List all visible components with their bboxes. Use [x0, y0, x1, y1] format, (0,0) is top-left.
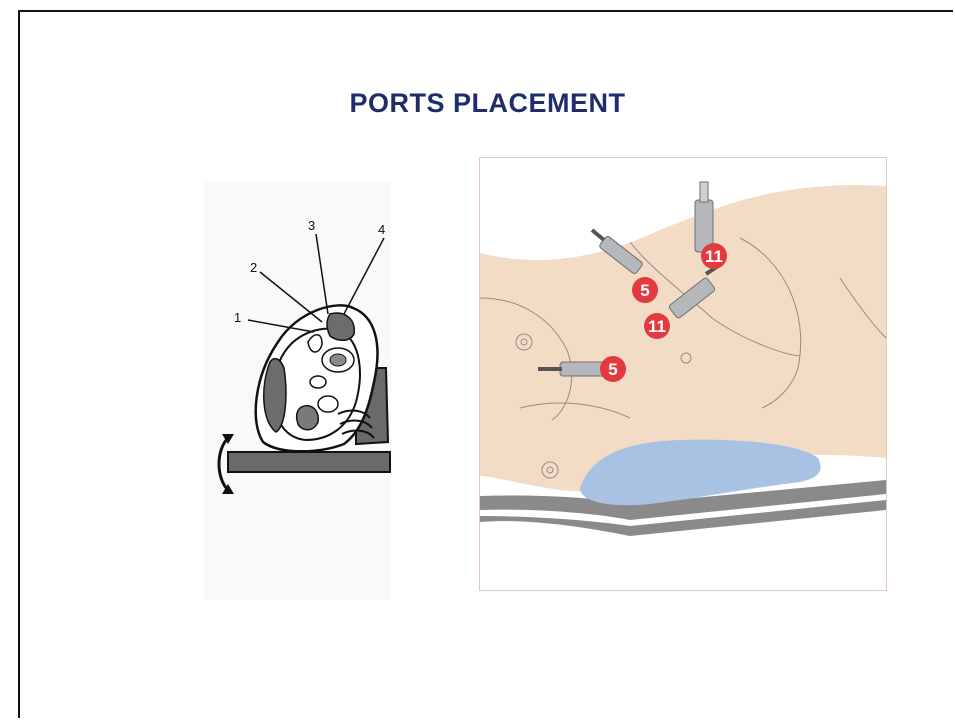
port-marker-11-middle: 11 [644, 313, 670, 339]
port-placement-figure: 5 11 11 5 [479, 157, 887, 591]
svg-text:5: 5 [640, 281, 649, 300]
leader-2 [260, 272, 322, 322]
lung-left [264, 359, 286, 432]
port-marker-5-upper: 5 [632, 277, 658, 303]
trocar-11-top [695, 182, 713, 252]
cross-section-figure: 1 2 3 4 [38, 182, 391, 600]
port-placement-drawing: 5 11 11 5 [480, 158, 886, 590]
heart-inner [330, 354, 346, 366]
leader-3 [316, 234, 328, 314]
svg-text:5: 5 [608, 360, 617, 379]
leader-4 [344, 238, 384, 314]
port-marker-5-lower: 5 [600, 356, 626, 382]
vessel [310, 376, 326, 388]
port-marker-11-top: 11 [701, 243, 727, 269]
cross-section-drawing: 1 2 3 4 [38, 182, 391, 600]
slide-title: PORTS PLACEMENT [0, 88, 955, 119]
operating-table [228, 452, 390, 472]
svg-text:11: 11 [705, 247, 723, 266]
label-4: 4 [378, 222, 385, 237]
organ-lower [297, 406, 319, 430]
svg-text:11: 11 [648, 317, 666, 336]
label-3: 3 [308, 218, 315, 233]
spine-body [318, 396, 338, 412]
label-1: 1 [234, 310, 241, 325]
label-2: 2 [250, 260, 257, 275]
